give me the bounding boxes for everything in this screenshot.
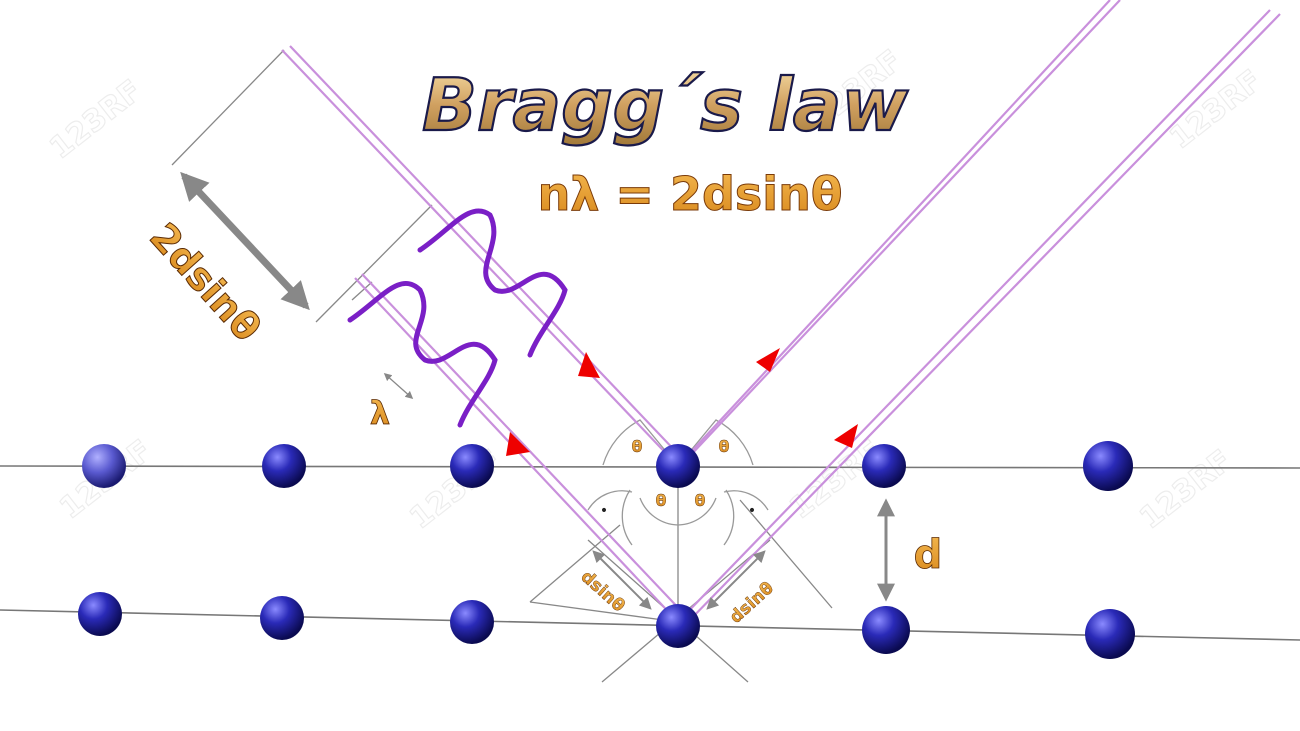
watermark-text: 123RF (43, 73, 148, 166)
atom (450, 600, 494, 644)
theta-label: θ (719, 437, 730, 456)
right-angle-dot: • (600, 503, 608, 519)
atoms-top-row (82, 441, 1133, 491)
atom (862, 444, 906, 488)
diagram-title: Bragg´s law (422, 63, 908, 147)
atom (656, 604, 700, 648)
atoms-bottom-row (78, 592, 1135, 659)
half-path-label-right: dsinθ (726, 578, 778, 628)
atom (260, 596, 304, 640)
atom (450, 444, 494, 488)
construction-lines (171, 49, 833, 683)
path-difference-label: 2dsinθ (141, 215, 269, 350)
angle-arcs (587, 419, 769, 546)
beam-direction-arrows (506, 348, 858, 456)
arrow-icon (756, 348, 780, 372)
arrow-icon (578, 352, 600, 378)
theta-label: θ (632, 437, 643, 456)
wavelength-arrow (383, 372, 414, 400)
lattice-plane-bottom (0, 609, 1300, 641)
atom (1085, 609, 1135, 659)
arrow-icon (834, 424, 858, 448)
theta-label: θ (656, 491, 667, 510)
xray-wave (347, 208, 568, 428)
watermark-text: 123RF (1133, 443, 1238, 536)
theta-labels: θ θ θ θ (631, 437, 730, 510)
arrow-icon (506, 432, 530, 456)
atom (1083, 441, 1133, 491)
path-difference-arrow (180, 171, 310, 311)
atom (262, 444, 306, 488)
atom (656, 444, 700, 488)
atom (82, 444, 126, 488)
atom (862, 606, 910, 654)
measurement-arrows (180, 171, 895, 610)
spacing-label: d (914, 532, 943, 578)
theta-label: θ (695, 491, 706, 510)
atom (78, 592, 122, 636)
wavelength-label: λ (370, 394, 390, 432)
half-path-arrow-right (706, 550, 766, 610)
right-angle-dots: • • (600, 503, 756, 519)
watermark-text: 123RF (1163, 63, 1268, 156)
bragg-equation: nλ = 2dsinθ (538, 167, 843, 221)
half-path-arrow-left (592, 550, 652, 610)
right-angle-dot: • (748, 503, 756, 519)
